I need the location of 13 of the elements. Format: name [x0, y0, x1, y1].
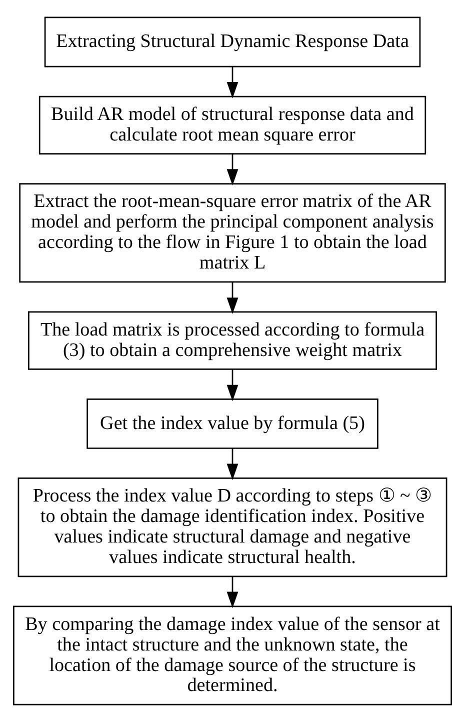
arrow	[226, 576, 238, 608]
node-box: Extracting Structural Dynamic Response Data	[44, 16, 421, 68]
node-box: Extract the root-mean-square error matrix of the AR model and perform the principal component analysis according to the flow in Figure 1 to obtain the load matrix L	[19, 183, 446, 283]
node-box: Process the index value D according to steps ① ~ ③ to obtain the damage identification index. Positive values indicate structural damage and negative values indicate structural health.	[18, 478, 448, 578]
node-box: Get the index value by formula (5)	[86, 398, 378, 449]
node-box: By comparing the damage index value of the sensor at the intact structure and the unknown state, the location of the damage source of the structure is determined.	[13, 606, 452, 706]
node-box: Build AR model of structural response data and calculate root mean square error	[38, 96, 426, 154]
arrow	[226, 154, 238, 186]
arrow	[226, 282, 238, 314]
node-box: The load matrix is processed according to formula (3) to obtain a comprehensive weight matrix	[28, 311, 437, 370]
arrow	[226, 448, 238, 480]
arrow	[226, 370, 238, 402]
arrow	[226, 66, 238, 98]
